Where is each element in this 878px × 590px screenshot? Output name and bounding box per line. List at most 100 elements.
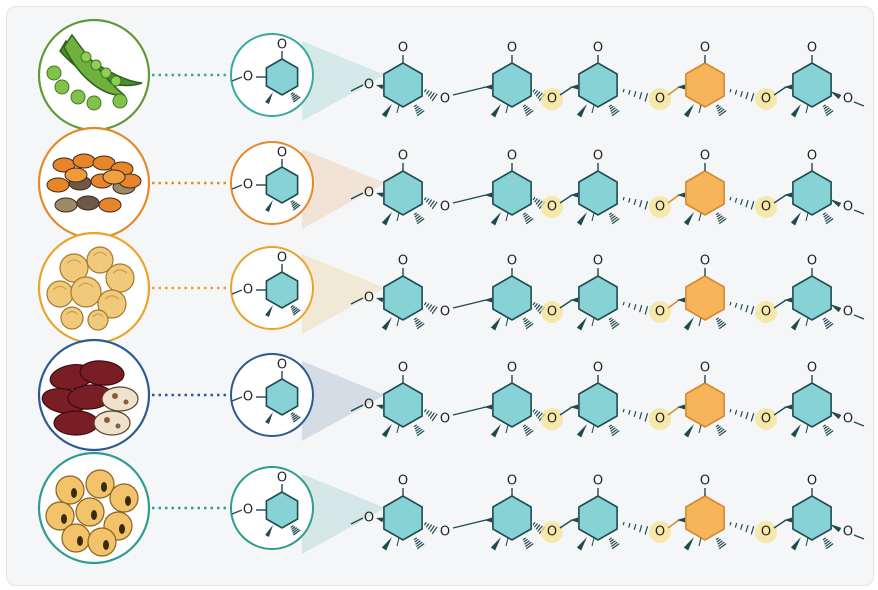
oxygen-atom-label: O — [364, 398, 374, 413]
chain-bond — [452, 519, 487, 529]
hashed-bond — [825, 321, 832, 327]
oxygen-atom-label: O — [364, 78, 374, 93]
glow-highlight — [649, 301, 671, 323]
zoom-sugar-unit: OO — [231, 471, 301, 538]
wedge-bond — [484, 517, 492, 523]
hashed-bond — [429, 92, 435, 99]
hashed-bond — [413, 104, 418, 108]
hashed-bond — [717, 427, 723, 432]
zoom-beam — [302, 149, 385, 229]
sugar-ring — [265, 58, 299, 96]
hashed-bond — [291, 94, 298, 99]
hashed-bond — [291, 414, 298, 419]
oxygen-atom-label: O — [243, 390, 253, 405]
oxygen-atom-label: O — [398, 149, 408, 164]
chain-bond — [853, 101, 865, 107]
hashed-bond — [423, 196, 427, 201]
hashed-bond — [425, 90, 430, 95]
wedge-bond — [570, 517, 578, 523]
wedge-bond — [677, 84, 685, 90]
wedge-bond — [830, 91, 842, 100]
oxygen-atom-label: O — [700, 474, 710, 489]
orange-sugar-ring — [685, 275, 725, 321]
wedge-bond — [683, 317, 694, 331]
hashed-bond — [610, 540, 616, 545]
hashed-bond — [750, 93, 755, 102]
hashed-bond — [745, 199, 749, 208]
glow-highlight — [649, 521, 671, 543]
glow-highlight — [755, 301, 777, 323]
hashed-bond — [416, 541, 423, 547]
hashed-bond — [715, 424, 720, 428]
hashed-bond — [740, 523, 743, 531]
chain-bond — [667, 299, 680, 309]
zoom-sugar-unit: OO — [231, 358, 301, 425]
zoom-sugar-unit: OO — [231, 38, 301, 105]
hashed-bond — [522, 537, 527, 541]
hashed-bond — [825, 218, 834, 225]
wedge-bond — [677, 297, 685, 303]
hashed-bond — [608, 537, 613, 541]
hashed-bond — [622, 408, 625, 413]
hashed-bond — [718, 323, 727, 330]
hashed-bond — [644, 93, 649, 102]
hashed-bond — [750, 306, 755, 315]
hashed-bond — [525, 321, 532, 327]
hashed-bond — [291, 307, 298, 312]
hashed-bond — [535, 304, 541, 310]
hashed-bond — [537, 200, 543, 207]
orange-sugar-ring — [685, 170, 725, 216]
oxygen-atom-label: O — [507, 149, 517, 164]
hashed-bond — [825, 430, 834, 437]
hashed-bond — [534, 303, 538, 308]
hashed-bond — [611, 321, 618, 327]
glow-highlight — [541, 521, 563, 543]
hashed-bond — [292, 308, 299, 314]
hashed-bond — [415, 320, 421, 325]
wedge-bond — [381, 212, 392, 226]
pea-pod-icon — [46, 33, 143, 111]
oxygen-atom-label: O — [277, 471, 287, 486]
glow-highlight — [755, 408, 777, 430]
hashed-bond — [622, 88, 625, 93]
wedge-bond — [376, 192, 384, 198]
hashed-bond — [718, 430, 727, 437]
hashed-bond — [291, 527, 298, 532]
hashed-bond — [740, 198, 743, 206]
hashed-bond — [715, 212, 720, 216]
hashed-bond — [644, 413, 649, 422]
sugar-ring — [265, 271, 299, 309]
hashed-bond — [611, 323, 620, 330]
zoom-beam — [302, 41, 385, 121]
hashed-bond — [729, 196, 732, 201]
hashed-bond — [523, 213, 528, 218]
oxygen-atom-label: O — [655, 305, 665, 320]
hashed-bond — [639, 411, 643, 420]
hashed-bond — [523, 318, 528, 323]
wedge-bond — [576, 424, 587, 438]
chain-bond — [452, 406, 487, 416]
wedge-bond — [265, 412, 273, 425]
hashed-bond — [639, 524, 643, 533]
chain-bond — [452, 194, 487, 204]
ring-bond — [231, 76, 243, 82]
hashed-bond — [824, 215, 830, 220]
hashed-bond — [745, 304, 749, 313]
wedge-bond — [790, 317, 801, 331]
hashed-bond — [425, 303, 430, 308]
hashed-bond — [532, 89, 536, 93]
oxygen-atom-label: O — [761, 92, 771, 107]
hashed-bond — [729, 88, 732, 93]
oxygen-atom-label: O — [398, 474, 408, 489]
hashed-bond — [639, 199, 643, 208]
oxygen-atom-label: O — [547, 412, 557, 427]
hashed-bond — [734, 522, 738, 528]
hashed-bond — [718, 216, 725, 222]
hashed-bond — [628, 89, 631, 95]
wedge-bond — [683, 424, 694, 438]
ring-bond — [698, 537, 702, 547]
hashed-bond — [611, 543, 620, 550]
oxygen-atom-label: O — [761, 412, 771, 427]
hashed-bond — [413, 317, 418, 321]
